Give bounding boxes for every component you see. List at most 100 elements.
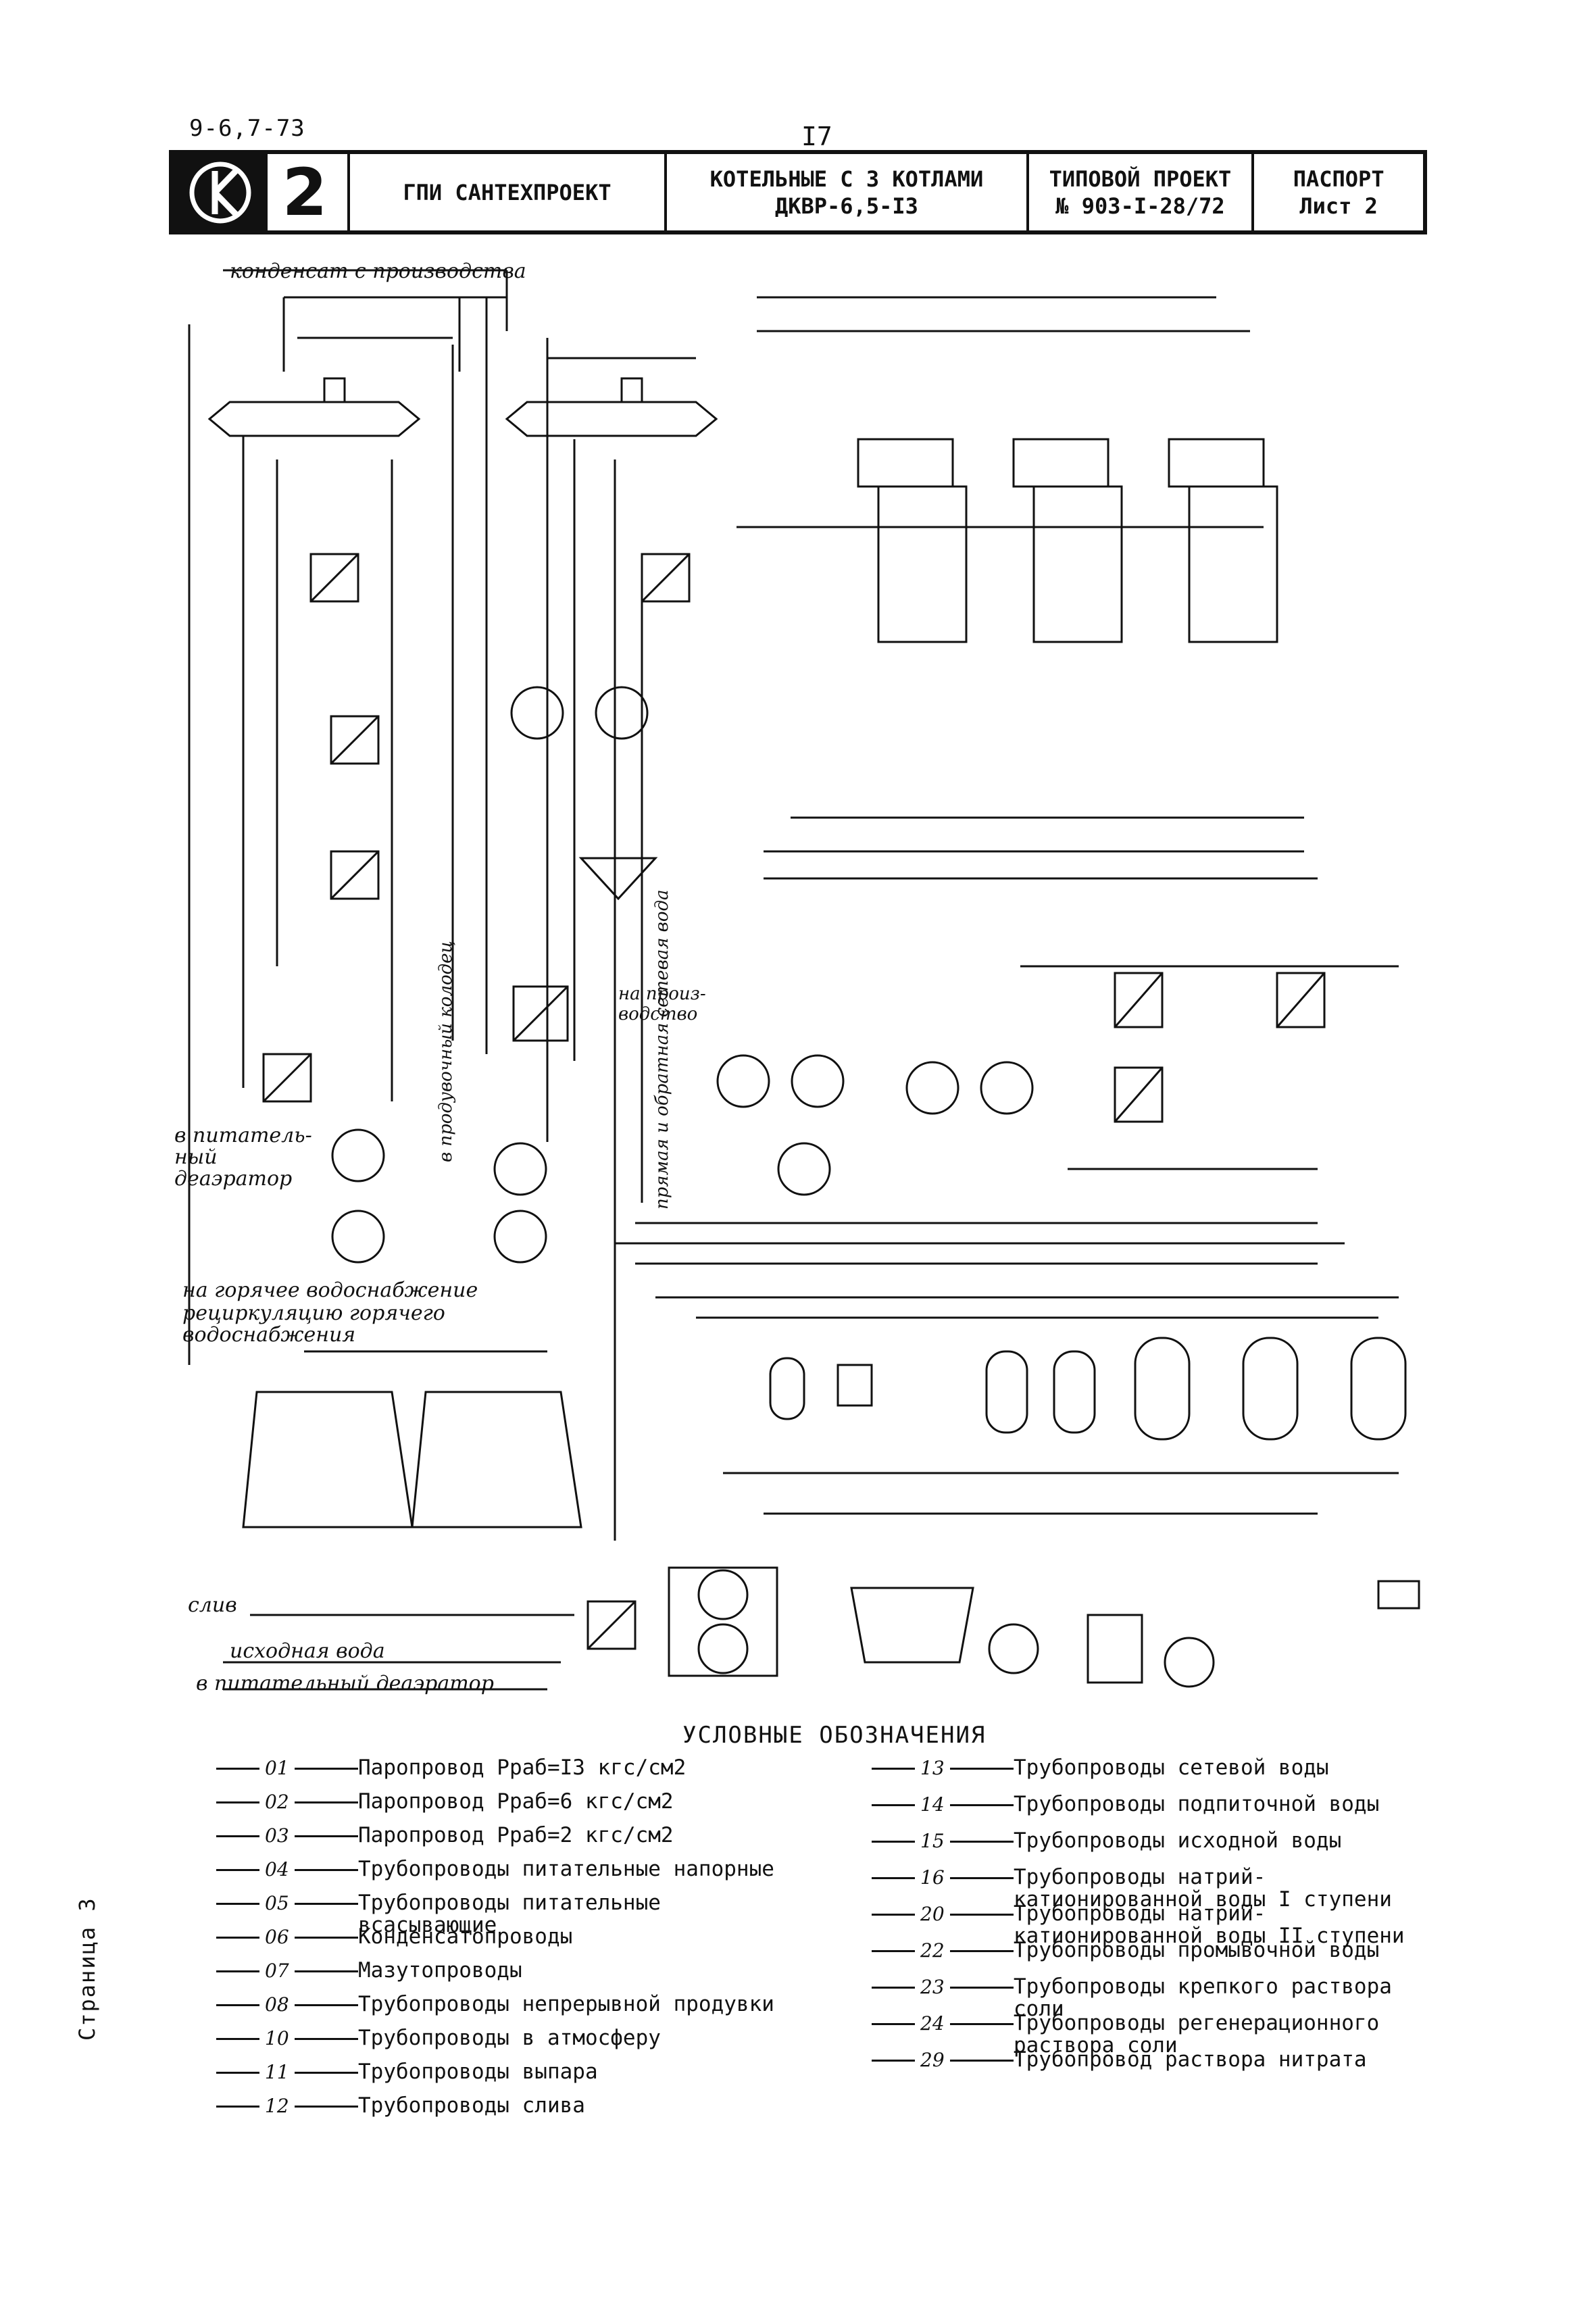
filters-7 <box>723 1337 1407 1515</box>
label-condensate: конденсат с производства <box>230 259 526 283</box>
project-line-1: ТИПОВОЙ ПРОЕКТ <box>1049 166 1232 192</box>
legend-code: 23 <box>915 1976 950 1998</box>
legend-line-sample: 20 <box>872 1903 1014 1925</box>
boilers-1 <box>737 296 1318 880</box>
legend-text: Трубопроводы подпиточной воды <box>1014 1792 1380 1816</box>
legend-code: 29 <box>915 2049 950 2071</box>
legend-line-sample: 12 <box>216 2095 358 2117</box>
legend-item: 10 Трубопроводы в атмосферу <box>216 2027 791 2049</box>
logo-icon <box>173 154 268 230</box>
legend-text: Конденсатопроводы <box>358 1924 573 1949</box>
legend-title: УСЛОВНЫЕ ОБОЗНАЧЕНИЯ <box>682 1722 987 1749</box>
legend-line-sample: 05 <box>216 1892 358 1914</box>
legend-code: 02 <box>259 1791 295 1813</box>
label-purge-well: в продувочный колодец <box>436 941 456 1162</box>
legend-code: 04 <box>259 1858 295 1881</box>
network-heaters-25 <box>1020 965 1399 1170</box>
legend-code: 08 <box>259 1993 295 2016</box>
legend-item: 23 Трубопроводы крепкого раствора соли <box>872 1976 1446 2020</box>
legend-text: Трубопроводы крепкого раствора соли <box>1014 1974 1392 2021</box>
legend-text: Трубопроводы питательные всасывающие <box>358 1891 661 1937</box>
passport-line-1: ПАСПОРТ <box>1293 166 1385 192</box>
heat-exchangers-left <box>262 553 691 1103</box>
legend-text: Трубопроводы регенерационного раствора с… <box>1014 2011 1380 2058</box>
middle-pumps <box>331 1054 1034 1264</box>
title-cell: КОТЕЛЬНЫЕ С 3 КОТЛАМИ ДКВР-6,5-I3 <box>667 154 1029 230</box>
legend-code: 15 <box>915 1830 950 1852</box>
legend-line-sample: 13 <box>872 1757 1014 1779</box>
tanks-34 <box>242 1350 582 1616</box>
legend-item: 04 Трубопроводы питательные напорные <box>216 1858 791 1881</box>
boiler-house-flow-diagram <box>188 269 1420 1691</box>
legend-text: Мазутопроводы <box>358 1958 522 1983</box>
legend-text: Трубопроводы питательные напорные <box>358 1857 774 1881</box>
legend-item: 02 Паропровод Рраб=6 кгс/см2 <box>216 1791 791 1813</box>
legend-text: Трубопроводы сетевой воды <box>1014 1756 1329 1780</box>
legend-item: 13 Трубопроводы сетевой воды <box>872 1757 1446 1779</box>
legend-line-sample: 07 <box>216 1960 358 1982</box>
page-number: I7 <box>801 122 832 151</box>
pumps-6 <box>510 686 658 901</box>
passport-line-2: Лист 2 <box>1299 193 1378 219</box>
label-raw-water: исходная вода <box>230 1639 385 1663</box>
project-line-2: № 903-I-28/72 <box>1055 193 1225 219</box>
legend-line-sample: 15 <box>872 1830 1014 1852</box>
side-page-note: Страница 3 <box>74 1897 100 2041</box>
legend-line-sample: 04 <box>216 1858 358 1881</box>
deaerator-5 <box>505 357 718 437</box>
legend-code: 16 <box>915 1866 950 1889</box>
legend-text: Трубопроводы промывочной воды <box>1014 1938 1380 1962</box>
left-vertical-pipes <box>188 297 643 1541</box>
label-to-deaerator: в питатель-ный деаэратор <box>174 1124 312 1191</box>
legend-line-sample: 03 <box>216 1824 358 1847</box>
legend-code: 11 <box>259 2061 295 2083</box>
legend-code: 01 <box>259 1757 295 1779</box>
label-to-feed-deaerator: в питательный деаэратор <box>196 1672 494 1695</box>
legend-text: Паропровод Рраб=I3 кгс/см2 <box>358 1756 687 1780</box>
organization-name: ГПИ САНТЕХПРОЕКТ <box>403 179 612 205</box>
logo-cell: 2 <box>173 154 350 230</box>
title-line-1: КОТЕЛЬНЫЕ С 3 КОТЛАМИ <box>709 166 984 192</box>
label-hot-supply: на горячее водоснабжение <box>182 1278 478 1302</box>
legend-line-sample: 14 <box>872 1793 1014 1816</box>
legend-line-sample: 29 <box>872 2049 1014 2071</box>
project-cell: ТИПОВОЙ ПРОЕКТ № 903-I-28/72 <box>1029 154 1255 230</box>
title-block: 2 ГПИ САНТЕХПРОЕКТ КОТЕЛЬНЫЕ С 3 КОТЛАМИ… <box>169 150 1427 234</box>
legend-line-sample: 02 <box>216 1791 358 1813</box>
legend-text: Трубопроводы в атмосферу <box>358 2026 661 2050</box>
legend-line-sample: 11 <box>216 2061 358 2083</box>
deaerator-29 <box>207 337 453 437</box>
legend-code: 06 <box>259 1926 295 1948</box>
legend-line-sample: 10 <box>216 2027 358 2049</box>
legend-line-sample: 08 <box>216 1993 358 2016</box>
document-code: 9-6,7-73 <box>189 115 305 142</box>
legend-code: 07 <box>259 1960 295 1982</box>
legend-line-sample: 23 <box>872 1976 1014 1998</box>
legend-code: 13 <box>915 1757 950 1779</box>
legend-code: 03 <box>259 1824 295 1847</box>
legend-text: Паропровод Рраб=2 кгс/см2 <box>358 1823 674 1847</box>
legend-text: Трубопроводы натрий-катионированной воды… <box>1014 1901 1405 1948</box>
legend-code: 10 <box>259 2027 295 2049</box>
legend-code: 05 <box>259 1892 295 1914</box>
legend-text: Паропровод Рраб=6 кгс/см2 <box>358 1789 674 1814</box>
legend-item: 06 Конденсатопроводы <box>216 1926 791 1948</box>
legend-line-sample: 22 <box>872 1939 1014 1962</box>
legend-item: 07 Мазутопроводы <box>216 1960 791 1982</box>
legend-line-sample: 06 <box>216 1926 358 1948</box>
legend-code: 12 <box>259 2095 295 2117</box>
legend-item: 03 Паропровод Рраб=2 кгс/см2 <box>216 1824 791 1847</box>
legend-line-sample: 16 <box>872 1866 1014 1889</box>
organization-cell: ГПИ САНТЕХПРОЕКТ <box>350 154 668 230</box>
